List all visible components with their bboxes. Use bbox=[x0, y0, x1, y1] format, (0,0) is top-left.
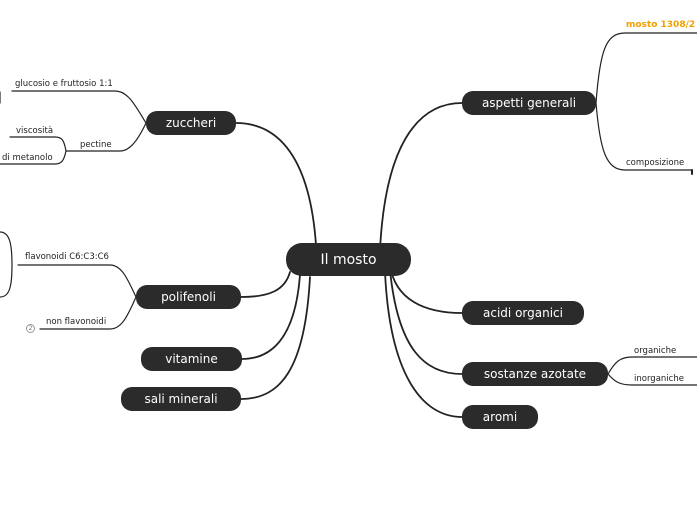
central-topic-node[interactable]: Il mosto bbox=[286, 243, 411, 276]
connector-metanolo bbox=[0, 150, 67, 165]
subtopic-pectine[interactable]: pectine bbox=[80, 140, 112, 150]
topic-sali-minerali[interactable]: sali minerali bbox=[121, 387, 241, 411]
connector-aspetti-generali bbox=[379, 102, 463, 251]
connector-inorganiche bbox=[607, 373, 697, 386]
subtopic-glucosio-fruttosio[interactable]: glucosio e fruttosio 1:1 bbox=[15, 79, 113, 89]
flavonoidi-bracket-lower bbox=[0, 264, 13, 298]
topic-vitamine[interactable]: vitamine bbox=[141, 347, 242, 371]
connector-mosto-1308 bbox=[595, 32, 697, 104]
connector-organiche bbox=[607, 356, 697, 375]
connector-polifenoli bbox=[240, 271, 291, 298]
subtopic-non-flavonoidi[interactable]: non flavonoidi bbox=[46, 317, 107, 327]
topic-acidi-organici-label: acidi organici bbox=[483, 306, 563, 320]
collapsed-children-badge[interactable]: 2 bbox=[26, 324, 35, 333]
subtopic-mosto-1308[interactable]: mosto 1308/2 bbox=[626, 20, 696, 30]
topic-acidi-organici[interactable]: acidi organici bbox=[462, 301, 584, 325]
topic-polifenoli-label: polifenoli bbox=[161, 290, 216, 304]
connector-non-flavonoidi bbox=[39, 296, 137, 330]
connector-vitamine bbox=[241, 274, 301, 360]
topic-aspetti-generali[interactable]: aspetti generali bbox=[462, 91, 596, 115]
topic-vitamine-label: vitamine bbox=[165, 352, 218, 366]
topic-aspetti-generali-label: aspetti generali bbox=[481, 96, 577, 110]
subtopic-inorganiche[interactable]: inorganiche bbox=[634, 374, 684, 384]
connector-sostanze-azotate bbox=[389, 269, 463, 375]
connector-zuccheri bbox=[235, 122, 317, 246]
topic-sostanze-azotate-label: sostanze azotate bbox=[483, 367, 587, 381]
connector-viscosita bbox=[9, 136, 67, 152]
connector-composizione bbox=[595, 102, 693, 171]
topic-zuccheri-label: zuccheri bbox=[165, 116, 217, 130]
subtopic-metanolo[interactable]: di metanolo bbox=[2, 153, 53, 163]
topic-aromi[interactable]: aromi bbox=[462, 405, 538, 429]
topic-zuccheri[interactable]: zuccheri bbox=[146, 111, 236, 135]
topic-sali-minerali-label: sali minerali bbox=[144, 392, 218, 406]
connector-sali-minerali bbox=[240, 276, 311, 400]
subtopic-composizione[interactable]: composizione bbox=[626, 158, 685, 168]
connector-pectine bbox=[65, 122, 147, 152]
topic-polifenoli[interactable]: polifenoli bbox=[136, 285, 241, 309]
connector-glucosio bbox=[11, 90, 147, 124]
subtopic-viscosita[interactable]: viscosità bbox=[16, 126, 54, 136]
topic-aromi-label: aromi bbox=[482, 410, 518, 424]
topic-sostanze-azotate[interactable]: sostanze azotate bbox=[462, 362, 608, 386]
connector-aromi bbox=[384, 271, 463, 418]
subtopic-flavonoidi[interactable]: flavonoidi C6:C3:C6 bbox=[25, 252, 109, 262]
subtopic-organiche[interactable]: organiche bbox=[634, 346, 677, 356]
central-topic-label: Il mosto bbox=[320, 251, 377, 268]
connector-flavonoidi bbox=[17, 264, 137, 298]
flavonoidi-bracket bbox=[0, 231, 13, 266]
